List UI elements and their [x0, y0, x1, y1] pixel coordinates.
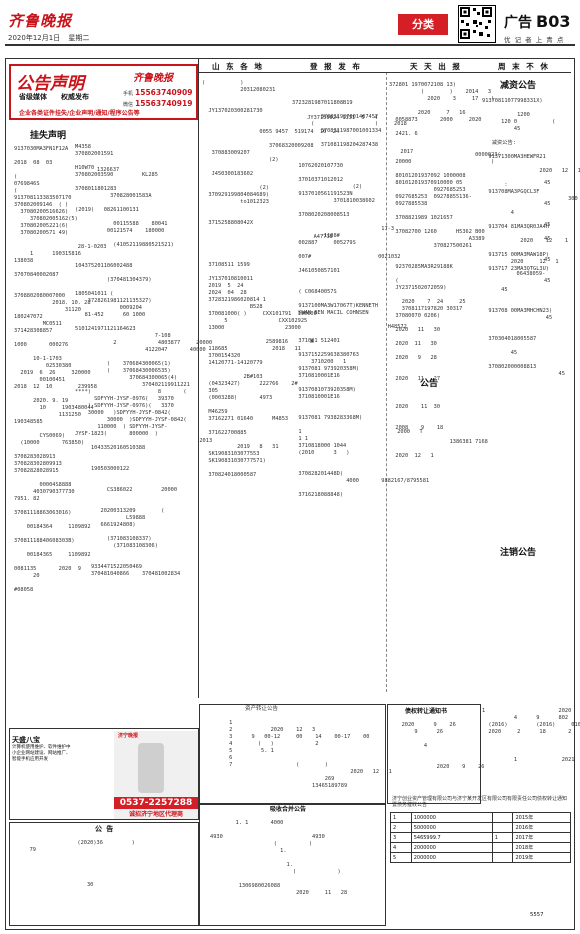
slogan-weekly: 周 末 不 休: [498, 62, 550, 71]
bottom-left-text: (2020)36 ) 79 30: [29, 840, 135, 888]
table-cell: 2000000: [410, 852, 493, 863]
debt-transfer-title: 债权转让通知书: [405, 708, 448, 715]
ad-left-text: 天盛八宝 计算机使用维护、软件维护中小企业网站建设、网站推广、智能手机应用开发: [12, 737, 72, 763]
announcement-brand: 齐鲁晚报: [133, 73, 173, 84]
issue-date: 2020年12月1日 星期二: [8, 33, 95, 43]
ad-heading: 天盛八宝: [12, 736, 40, 744]
weekday-text: 星期二: [68, 34, 90, 42]
middle-column-text: ( ) 20312080231 JY137020300281730 JY3715…: [202, 80, 378, 478]
notice-title: 公告: [420, 379, 439, 389]
table-cell: 2015年: [512, 812, 571, 823]
product-bottle-icon: [138, 743, 164, 793]
debt-box-left-title: 资产转让公告: [245, 706, 279, 712]
slogan-row: 山 东 各 地 登 报 发 布 天 天 出 报 周 末 不 休: [198, 60, 571, 73]
page-number: B03: [536, 12, 571, 31]
merger-title: 吸收合并公告: [270, 806, 307, 813]
ad-brand: 济宁晚报: [118, 733, 139, 739]
header-rule: [5, 44, 575, 46]
debt-box-left-text: 1 2 2020 12 3 3 9 00-12 00 14 00-17 00 4…: [229, 720, 392, 789]
right-middle-column-text: 372801 1970072108 13) ( ) 2014 3 2020 3 …: [389, 82, 546, 459]
editor-line: 优 记 者 上 青 点: [504, 36, 565, 44]
table-cell: 3: [390, 832, 412, 843]
newspaper-logo: 齐鲁晚报: [8, 12, 73, 30]
right-edge-numbers: 45 45 45 45 45 45: [544, 180, 551, 284]
phone-number: 15563740909: [135, 88, 193, 97]
left-column-text: 9137030MA3FN1F12A 2018 08 03 1326637 ( 0…: [14, 146, 120, 593]
capital-reduction-title: 减资公告: [500, 81, 537, 91]
bottom-left-box: [9, 822, 199, 926]
middle-column-text-2: 3723281987011808B19 370831987001407457 (…: [292, 100, 430, 498]
table-cell: 5: [390, 852, 412, 863]
table-cell: [491, 852, 514, 863]
footer-number: 5557: [530, 912, 544, 918]
slogan-region: 山 东 各 地: [212, 62, 264, 71]
wechat-number: 15563740919: [135, 99, 193, 108]
table-cell: 5465999.7: [410, 832, 493, 843]
slogan-daily: 天 天 出 报: [410, 62, 462, 71]
slogan-publish: 登 报 发 布: [310, 62, 362, 71]
debt-transfer-text: 2020 9 26 9 26 4 2020 9 26: [401, 722, 485, 770]
merger-text: 1. 1 4000 4930 4930 ( ) 1. 1.: [210, 820, 348, 896]
column-divider-2: [386, 72, 387, 692]
ad-phone: 0537-2257288: [114, 797, 198, 809]
tagline-2: 权威发布: [61, 93, 89, 101]
ad-body: 计算机使用维护、软件维护中小企业网站建设、网站推广、智能手机应用开发: [12, 745, 71, 762]
column-divider: [198, 58, 199, 698]
section-tab: 分类: [398, 14, 448, 35]
table-cell: 1000000: [410, 812, 493, 823]
table-cell: [491, 822, 514, 833]
table-cell: 2016年: [512, 822, 571, 833]
table-cell: [491, 812, 514, 823]
bottom-table-title: 济宁创业资产管理有限公司与济宁某开发区有限公司有限责任公司债权转让通知暨债务催收…: [392, 796, 568, 808]
advertisement: 天盛八宝 计算机使用维护、软件维护中小企业网站建设、网站推广、智能手机应用开发 …: [9, 728, 199, 820]
ad-agent-line: 诚招济宁地区代理商: [128, 811, 183, 818]
table-cell: 2000000: [410, 842, 493, 853]
table-cell: 2017年: [512, 832, 571, 843]
tagline-1: 省级媒体: [19, 93, 47, 101]
lost-title: 挂失声明: [30, 131, 67, 141]
left-column-text-2: M4358 370802001591 H10W70 370802003590 K…: [75, 144, 213, 577]
table-cell: 1: [491, 832, 514, 843]
table-cell: 5000000: [410, 822, 493, 833]
table-cell: 4: [390, 842, 412, 853]
debt-box-left: [199, 704, 386, 804]
right-column-text: 91370811077998331X) 1200 120 0 ( 45 减资公告…: [482, 98, 580, 377]
services-line: 企业各类证件挂失/企业声明/通知/程序公告等: [19, 110, 140, 117]
table-cell: [491, 842, 514, 853]
announcement-title: 公告声明: [16, 74, 84, 94]
cancellation-title: 注销公告: [500, 548, 537, 558]
merger-box: [199, 804, 386, 926]
content-frame: [5, 58, 575, 930]
qr-code-icon: [458, 5, 496, 43]
table-cell: 2018年: [512, 842, 571, 853]
debt-transfer-box: [387, 704, 481, 804]
table-cell: 2019年: [512, 852, 571, 863]
table-cell: 1: [390, 812, 412, 823]
bottom-left-title: 公 告: [95, 825, 114, 833]
date-text: 2020年12月1日: [8, 34, 61, 42]
table-cell: 2: [390, 822, 412, 833]
